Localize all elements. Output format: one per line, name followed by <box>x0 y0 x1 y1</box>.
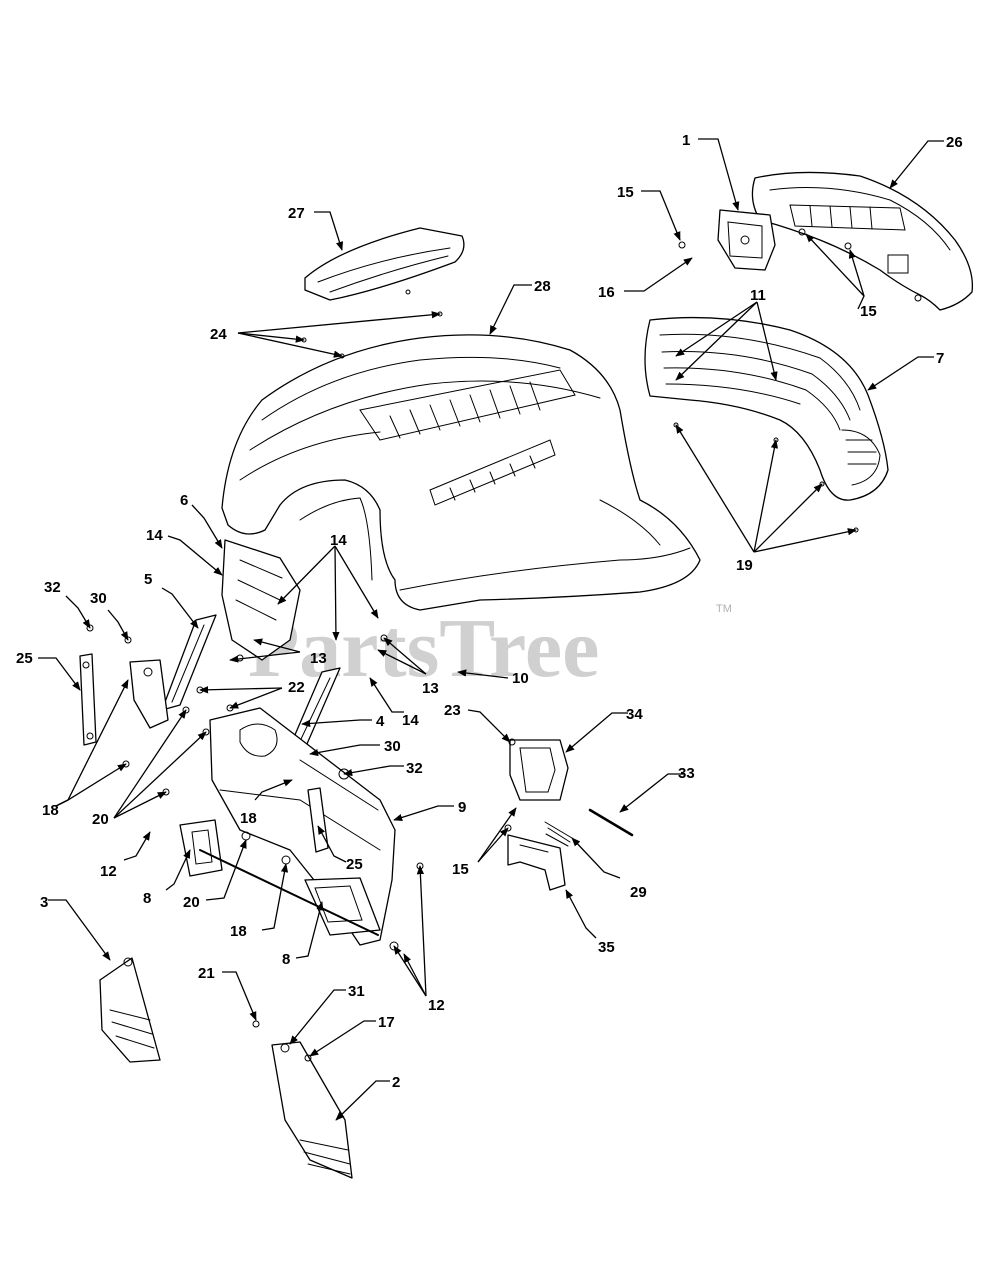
callout-18: 18 <box>230 923 247 940</box>
callout-35: 35 <box>598 939 615 956</box>
callout-8: 8 <box>143 890 151 907</box>
callout-16: 16 <box>598 284 615 301</box>
callout-26: 26 <box>946 134 963 151</box>
callout-2: 2 <box>392 1074 400 1091</box>
watermark-text: PartsTree <box>248 602 599 695</box>
part-pedal-plate-lower <box>271 1041 353 1179</box>
part-side-strut-left <box>161 614 217 711</box>
part-hood-panel <box>304 227 465 301</box>
part-long-rod <box>199 849 379 936</box>
part-pin <box>588 808 634 837</box>
callout-13: 13 <box>310 650 327 667</box>
callout-23: 23 <box>444 702 461 719</box>
part-link-left <box>79 653 97 746</box>
callout-31: 31 <box>348 983 365 1000</box>
callout-12: 12 <box>428 997 445 1014</box>
part-pivot-bracket <box>129 659 169 729</box>
callout-18: 18 <box>42 802 59 819</box>
part-hitch-plate <box>507 834 566 891</box>
callout-7: 7 <box>936 350 944 367</box>
leader-lines <box>38 138 944 1121</box>
part-spring <box>544 821 573 847</box>
part-rear-bracket <box>717 209 776 271</box>
callout-30: 30 <box>384 738 401 755</box>
callout-11: 11 <box>750 287 766 304</box>
callout-32: 32 <box>44 579 61 596</box>
part-fender <box>644 316 889 501</box>
part-left-frame <box>221 539 301 661</box>
callout-10: 10 <box>512 670 529 687</box>
callout-28: 28 <box>534 278 551 295</box>
callout-19: 19 <box>736 557 753 574</box>
callout-5: 5 <box>144 571 152 588</box>
part-plate-upper <box>179 819 223 877</box>
callout-17: 17 <box>378 1014 395 1031</box>
callout-8: 8 <box>282 951 290 968</box>
callout-24: 24 <box>210 326 227 343</box>
callout-15: 15 <box>617 184 634 201</box>
callout-14: 14 <box>330 532 347 549</box>
part-pedal-plate-left <box>99 957 161 1063</box>
callout-29: 29 <box>630 884 647 901</box>
callout-25: 25 <box>346 856 363 873</box>
callout-4: 4 <box>376 713 385 730</box>
callout-14: 14 <box>402 712 419 729</box>
callout-34: 34 <box>626 706 643 723</box>
callout-30: 30 <box>90 590 107 607</box>
callout-18: 18 <box>240 810 257 827</box>
watermark-trademark: TM <box>716 603 732 615</box>
part-plate-lower <box>304 877 381 936</box>
callout-labels: 1 26 15 16 15 27 28 24 11 7 19 6 14 14 3… <box>16 132 963 1091</box>
callout-21: 21 <box>198 965 215 982</box>
callout-14: 14 <box>146 527 163 544</box>
callout-20: 20 <box>92 811 109 828</box>
callout-9: 9 <box>458 799 466 816</box>
callout-3: 3 <box>40 894 48 911</box>
callout-27: 27 <box>288 205 305 222</box>
part-main-hood <box>221 334 701 611</box>
callout-22: 22 <box>288 679 305 696</box>
callout-13: 13 <box>422 680 439 697</box>
callout-15: 15 <box>452 861 469 878</box>
callout-33: 33 <box>678 765 695 782</box>
callout-12: 12 <box>100 863 117 880</box>
callout-25: 25 <box>16 650 33 667</box>
callout-1: 1 <box>682 132 690 149</box>
callout-15: 15 <box>860 303 877 320</box>
part-hitch-bracket <box>509 739 569 801</box>
callout-20: 20 <box>183 894 200 911</box>
callout-32: 32 <box>406 760 423 777</box>
callout-6: 6 <box>180 492 188 509</box>
